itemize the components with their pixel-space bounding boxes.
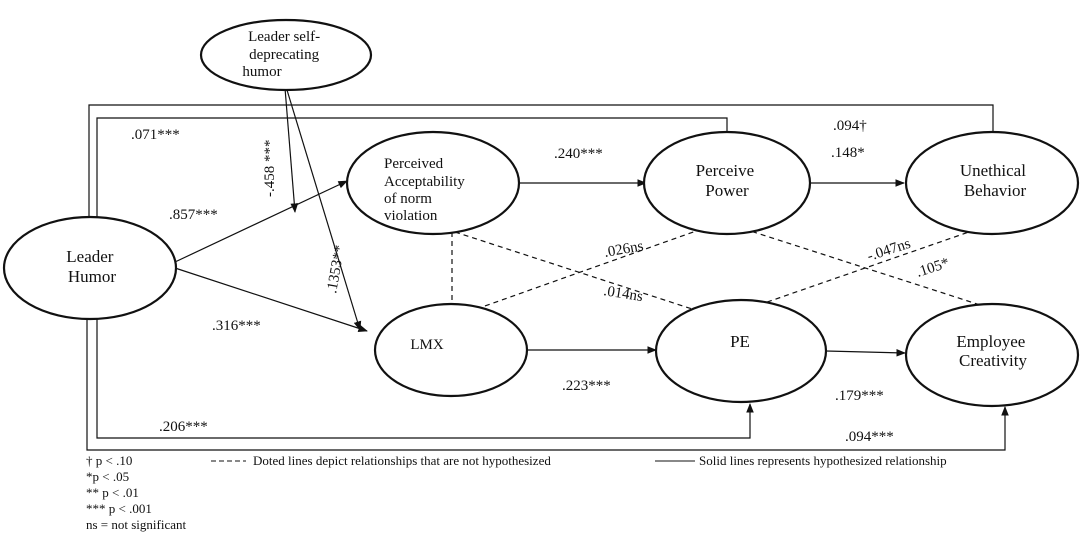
legend-dotted-text: Doted lines depict relationships that ar… <box>253 453 551 468</box>
label-leader-humor: Leader Humor <box>66 247 117 286</box>
dashed-arrow-lmx-to-pp <box>467 224 714 313</box>
legend-significance: † p < .10 *p < .05 ** p < .01 *** p < .0… <box>86 453 187 532</box>
label-perceived-acceptability: Perceived Acceptability of norm violatio… <box>384 156 469 224</box>
node-unethical-behavior <box>904 130 1080 236</box>
label-perceive-power: Perceive Power <box>696 161 759 200</box>
label-pe: PE <box>730 332 750 351</box>
arrow-lh-to-pe <box>96 292 754 439</box>
coef-lh-to-pano: .857*** <box>169 207 218 223</box>
coef-lh-to-pe: .206*** <box>159 419 208 435</box>
coef-lh-to-pp: .071*** <box>131 127 180 143</box>
arrow-lh-to-pano <box>174 180 348 263</box>
coef-sdh-to-lmx: .1353** <box>324 244 348 295</box>
arrow-lh-to-creativity <box>86 292 1009 451</box>
arrow-lh-to-unethical-behavior <box>88 104 997 245</box>
coef-pano-to-pp: .240*** <box>554 146 603 162</box>
coef-pp-to-ub: .148* <box>831 145 865 161</box>
coef-lh-to-ub: .094† <box>833 118 867 134</box>
arrow-sdh-to-lmx-path <box>286 89 362 331</box>
coef-pp-to-creativity: .105* <box>914 255 951 281</box>
node-leader-humor <box>2 215 178 321</box>
legend-solid-text: Solid lines represents hypothesized rela… <box>699 453 947 468</box>
node-perceive-power <box>642 130 812 236</box>
coef-pano-to-pe: .014ns <box>602 283 644 305</box>
coef-lmx-to-pp: .026ns <box>603 238 645 261</box>
node-lmx <box>373 302 529 398</box>
node-pe <box>654 298 828 404</box>
arrow-pe-to-creativity <box>825 348 906 357</box>
label-lmx: LMX <box>410 337 444 353</box>
coef-lh-to-creativity: .094*** <box>845 429 894 445</box>
coef-pe-to-creativity: .179*** <box>835 388 884 404</box>
coef-lmx-to-pe: .223*** <box>562 378 611 394</box>
dashed-arrow-pp-to-creativity <box>734 225 1003 314</box>
label-leader-self-deprecating-humor: Leader self- deprecating humor <box>242 29 323 80</box>
coef-lh-to-lmx: .316*** <box>212 318 261 334</box>
legend: † p < .10 *p < .05 ** p < .01 *** p < .0… <box>86 453 947 532</box>
dashed-arrow-pe-to-ub <box>749 224 990 309</box>
node-employee-creativity <box>904 302 1080 408</box>
coef-sdh-to-pano: -.458 *** <box>262 140 278 198</box>
arrow-lh-to-lmx <box>174 267 368 332</box>
label-employee-creativity: Employee Creativity <box>956 332 1029 370</box>
arrow-sdh-to-pano-path <box>284 87 299 213</box>
node-perceived-acceptability <box>345 130 521 236</box>
dashed-arrow-pano-to-pe <box>454 231 727 321</box>
coef-pe-to-ub: -.047ns <box>865 236 912 265</box>
label-unethical-behavior: Unethical Behavior <box>960 161 1030 200</box>
node-leader-self-deprecating-humor <box>199 18 373 92</box>
